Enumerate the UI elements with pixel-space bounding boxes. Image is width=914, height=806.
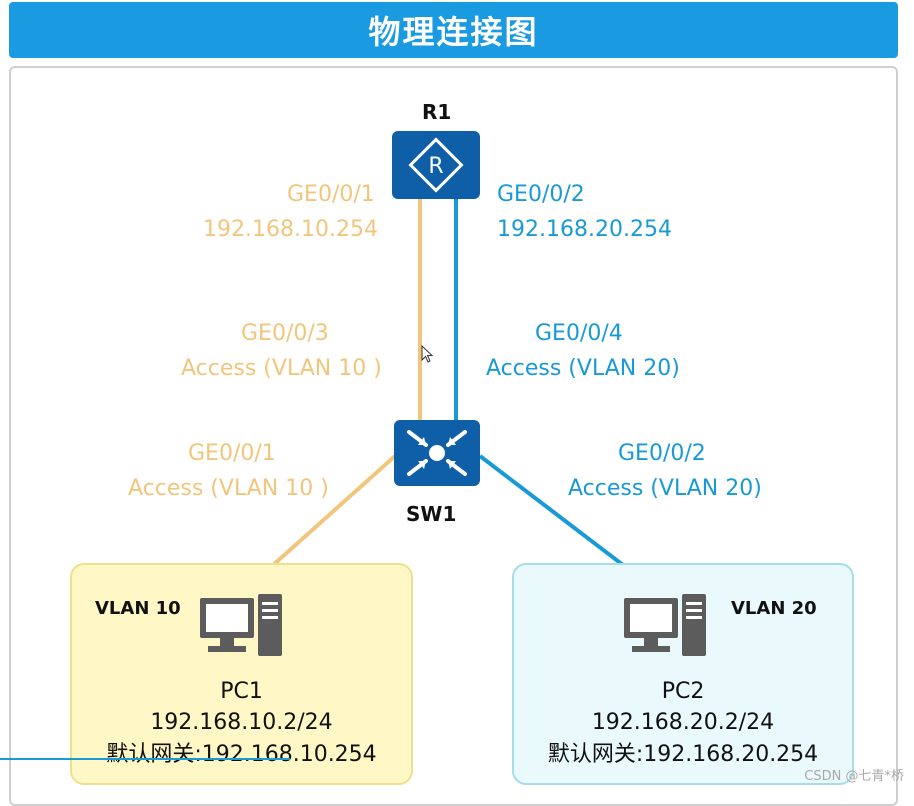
pc2-vlan-tag: VLAN 20 — [731, 598, 817, 619]
pc2-computer-icon — [624, 594, 706, 656]
title-bar: 物理连接图 — [9, 2, 898, 58]
pc1-computer-icon — [200, 594, 282, 656]
svg-text:R: R — [428, 154, 443, 179]
r1-port1-label: GE0/0/1 — [287, 182, 375, 207]
sw1-port3-mode: Access (VLAN 10 ) — [181, 356, 382, 381]
switch-name: SW1 — [406, 502, 457, 526]
sw1-port4-label: GE0/0/4 — [535, 321, 623, 346]
pc1-ip: 192.168.10.2/24 — [150, 710, 333, 735]
router-name: R1 — [422, 100, 452, 124]
router-icon: R — [392, 131, 480, 199]
watermark: CSDN @七青*桥 — [804, 769, 904, 784]
annotation-line — [0, 758, 290, 760]
r1-port2-ip: 192.168.20.254 — [497, 217, 672, 242]
mouse-cursor-icon — [421, 345, 434, 363]
pc2-ip: 192.168.20.2/24 — [591, 710, 775, 735]
pc1-name: PC1 — [220, 679, 263, 704]
page-title: 物理连接图 — [368, 13, 539, 51]
sw1-port4-mode: Access (VLAN 20) — [486, 356, 680, 381]
sw1-port1-mode: Access (VLAN 10 ) — [128, 476, 329, 501]
sw1-port2-label: GE0/0/2 — [618, 441, 706, 466]
r1-port1-ip: 192.168.10.254 — [203, 217, 378, 242]
sw1-port1-label: GE0/0/1 — [188, 441, 276, 466]
switch-icon — [394, 420, 480, 486]
pc2-name: PC2 — [661, 679, 705, 704]
pc1-vlan-tag: VLAN 10 — [95, 598, 181, 619]
sw1-port2-mode: Access (VLAN 20) — [568, 476, 762, 501]
pc2-gateway: 默认网关:192.168.20.254 — [547, 742, 819, 767]
r1-port2-label: GE0/0/2 — [497, 182, 585, 207]
sw1-port3-label: GE0/0/3 — [241, 321, 329, 346]
pc1-gateway: 默认网关:192.168.10.254 — [106, 742, 377, 767]
